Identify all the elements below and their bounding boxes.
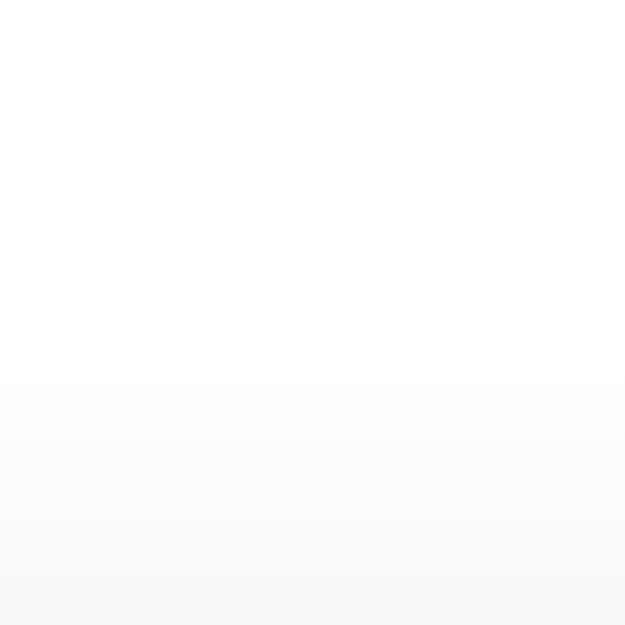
blank-screen: [0, 0, 625, 625]
